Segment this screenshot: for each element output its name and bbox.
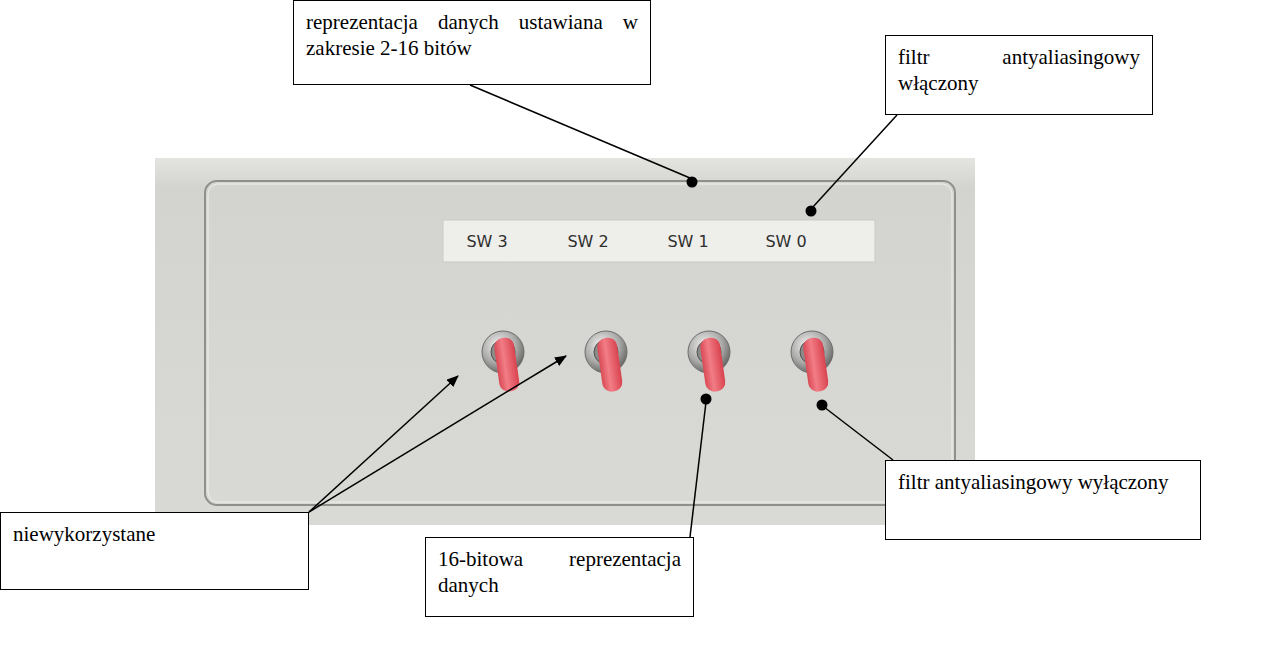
callout-text: reprezentacja danych ustawiana w zakresi… bbox=[306, 9, 638, 61]
switch-label: SW 0 bbox=[765, 232, 806, 251]
panel-frame-highlight bbox=[208, 184, 952, 502]
callout-text: filtr antyaliasingowy włączony bbox=[898, 44, 1140, 96]
toggle-switch bbox=[791, 331, 833, 393]
panel-frame bbox=[205, 181, 955, 505]
toggle-switch bbox=[482, 331, 524, 393]
position-dot bbox=[806, 206, 817, 217]
toggle-switch bbox=[585, 331, 627, 393]
position-dot bbox=[687, 177, 698, 188]
leader-line bbox=[470, 85, 690, 178]
leader-line bbox=[309, 356, 566, 512]
leader-line bbox=[690, 402, 706, 537]
leader-line bbox=[309, 376, 458, 512]
callout-text: niewykorzystane bbox=[13, 521, 296, 547]
leader-line bbox=[812, 115, 897, 208]
callout-box: filtr antyaliasingowy wyłączony bbox=[885, 460, 1201, 540]
callout-box: filtr antyaliasingowy włączony bbox=[885, 35, 1153, 115]
callout-box: 16-bitowa reprezentacja danych bbox=[425, 537, 694, 617]
label-strip bbox=[443, 220, 875, 262]
switch-label: SW 1 bbox=[667, 232, 708, 251]
panel-background bbox=[155, 158, 975, 525]
callout-text: filtr antyaliasingowy wyłączony bbox=[898, 469, 1188, 495]
toggle-switch bbox=[688, 331, 730, 393]
callout-text: 16-bitowa reprezentacja danych bbox=[438, 546, 681, 598]
callout-box: reprezentacja danych ustawiana w zakresi… bbox=[293, 0, 651, 85]
leader-line bbox=[824, 407, 893, 460]
switch-label: SW 2 bbox=[567, 232, 608, 251]
callout-box: niewykorzystane bbox=[0, 512, 309, 590]
switch-label: SW 3 bbox=[466, 232, 507, 251]
